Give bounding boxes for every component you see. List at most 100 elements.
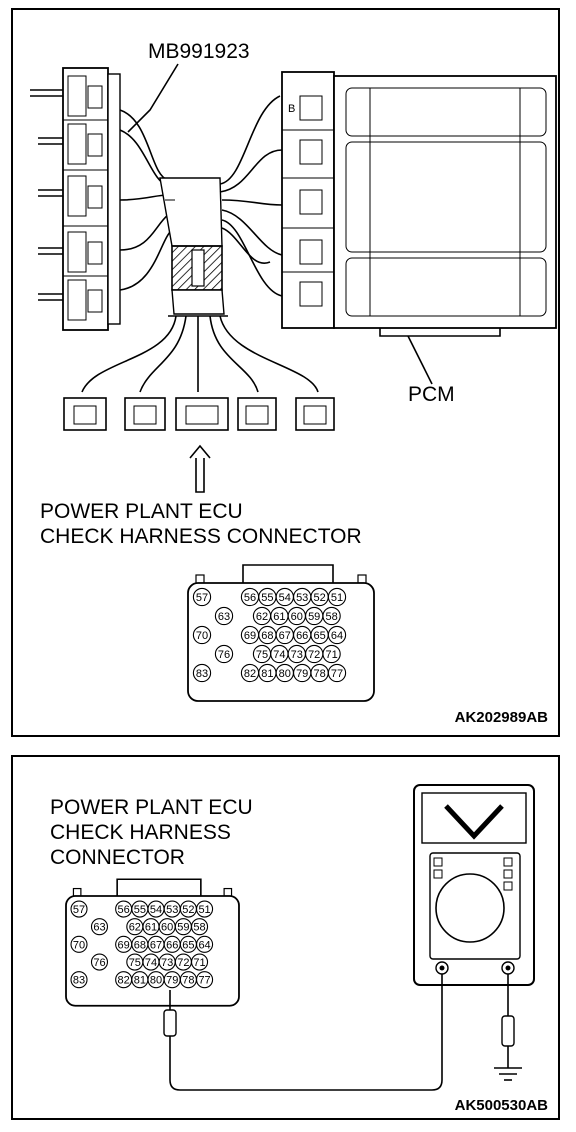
pin-77 bbox=[196, 971, 214, 989]
probe-lead-positive bbox=[163, 974, 443, 1091]
pin-82-label: 82 bbox=[244, 668, 256, 680]
pin-78-label: 78 bbox=[313, 668, 325, 680]
pin-78-label: 78 bbox=[182, 975, 194, 987]
pcm-body bbox=[333, 75, 557, 337]
check-connectors-row bbox=[63, 397, 335, 431]
pin-75-label: 75 bbox=[129, 957, 141, 969]
pin-70-label: 70 bbox=[73, 939, 85, 951]
pin-55-label: 55 bbox=[261, 592, 273, 604]
pin-58-label: 58 bbox=[193, 922, 205, 934]
panel2-connector-title-line1: POWER PLANT ECU bbox=[50, 796, 253, 819]
panel1-figure-code: AK202989AB bbox=[455, 709, 549, 726]
pin-51 bbox=[196, 900, 214, 918]
pin-63 bbox=[90, 918, 109, 936]
pin-74-label: 74 bbox=[273, 649, 285, 661]
pin-75-label: 75 bbox=[256, 649, 268, 661]
pin-71-label: 71 bbox=[325, 649, 337, 661]
pin-79-label: 79 bbox=[166, 975, 178, 987]
connector-ear-left bbox=[72, 887, 82, 897]
pin-58-label: 58 bbox=[325, 611, 337, 623]
pin-83 bbox=[70, 971, 88, 989]
pin-81-label: 81 bbox=[134, 975, 146, 987]
pin-73-label: 73 bbox=[161, 957, 173, 969]
pcm-connector-column: B bbox=[281, 71, 335, 329]
pin-77-label: 77 bbox=[331, 668, 343, 680]
pin-63-label: 63 bbox=[93, 922, 105, 934]
pcm-label: PCM bbox=[408, 383, 455, 406]
pin-66-label: 66 bbox=[296, 630, 308, 642]
pin-71 bbox=[191, 953, 209, 971]
pin-57 bbox=[70, 900, 88, 918]
pin-71 bbox=[322, 644, 341, 664]
pin-58 bbox=[191, 918, 209, 936]
pin-76 bbox=[90, 953, 109, 971]
pin-62-label: 62 bbox=[129, 922, 141, 934]
panel2-connector-title-line3: CONNECTOR bbox=[50, 846, 185, 869]
pin-80-label: 80 bbox=[279, 668, 291, 680]
pin-79-label: 79 bbox=[296, 668, 308, 680]
connector-key-tab bbox=[242, 564, 334, 583]
panel1-connector-title-line1: POWER PLANT ECU bbox=[40, 500, 243, 523]
pin-63 bbox=[214, 606, 234, 626]
pin-59-label: 59 bbox=[177, 922, 189, 934]
ground-icon bbox=[494, 1067, 522, 1081]
pin-65-label: 65 bbox=[182, 939, 194, 951]
panel2-connector-title-line2: CHECK HARNESS bbox=[50, 821, 231, 844]
pin-64-label: 64 bbox=[331, 630, 343, 642]
pin-53-label: 53 bbox=[296, 592, 308, 604]
tool-leader-line bbox=[127, 63, 179, 133]
pcm-harness-wires bbox=[219, 95, 283, 297]
check-connector-5 bbox=[295, 397, 335, 431]
pin-68-label: 68 bbox=[261, 630, 273, 642]
pin-65-label: 65 bbox=[313, 630, 325, 642]
pin-70 bbox=[192, 625, 212, 645]
pin-55-label: 55 bbox=[134, 904, 146, 916]
pin-72-label: 72 bbox=[308, 649, 320, 661]
pin-56-label: 56 bbox=[244, 592, 256, 604]
pin-74-label: 74 bbox=[145, 957, 157, 969]
connector-ear-left bbox=[195, 574, 205, 584]
connector-ear-right bbox=[223, 887, 233, 897]
pin-66-label: 66 bbox=[166, 939, 178, 951]
pin-83 bbox=[192, 663, 212, 683]
pin-80-label: 80 bbox=[150, 975, 162, 987]
pin-69-label: 69 bbox=[244, 630, 256, 642]
pin-67-label: 67 bbox=[279, 630, 291, 642]
pin-57 bbox=[192, 587, 212, 607]
pin-76-label: 76 bbox=[93, 957, 105, 969]
pin-83-label: 83 bbox=[73, 975, 85, 987]
pin-82-label: 82 bbox=[118, 975, 130, 987]
pin-57-label: 57 bbox=[73, 904, 85, 916]
pin-59-label: 59 bbox=[308, 611, 320, 623]
pin-56-label: 56 bbox=[118, 904, 130, 916]
probe-lead-ground bbox=[501, 974, 515, 1068]
pin-52-label: 52 bbox=[313, 592, 325, 604]
pin-51-label: 51 bbox=[198, 904, 210, 916]
pin-57-label: 57 bbox=[196, 592, 208, 604]
check-connector-4 bbox=[237, 397, 277, 431]
tool-label: MB991923 bbox=[148, 40, 250, 63]
pin-71-label: 71 bbox=[193, 957, 205, 969]
pin-60-label: 60 bbox=[291, 611, 303, 623]
pin-61-label: 61 bbox=[273, 611, 285, 623]
pin-58 bbox=[322, 606, 341, 626]
pin-54-label: 54 bbox=[150, 904, 162, 916]
check-connector-3 bbox=[175, 397, 229, 431]
pin-70-label: 70 bbox=[196, 630, 208, 642]
panel2-figure-code: AK500530AB bbox=[455, 1097, 549, 1114]
pin-61-label: 61 bbox=[145, 922, 157, 934]
pin-73-label: 73 bbox=[291, 649, 303, 661]
pointer-arrow-icon bbox=[189, 444, 211, 493]
pin-51 bbox=[327, 587, 347, 607]
pin-54-label: 54 bbox=[279, 592, 291, 604]
pin-72-label: 72 bbox=[177, 957, 189, 969]
pin-77 bbox=[327, 663, 347, 683]
connector-ear-right bbox=[357, 574, 367, 584]
pin-64 bbox=[196, 935, 214, 953]
pin-64 bbox=[327, 625, 347, 645]
pin-51-label: 51 bbox=[331, 592, 343, 604]
pin-81-label: 81 bbox=[261, 668, 273, 680]
